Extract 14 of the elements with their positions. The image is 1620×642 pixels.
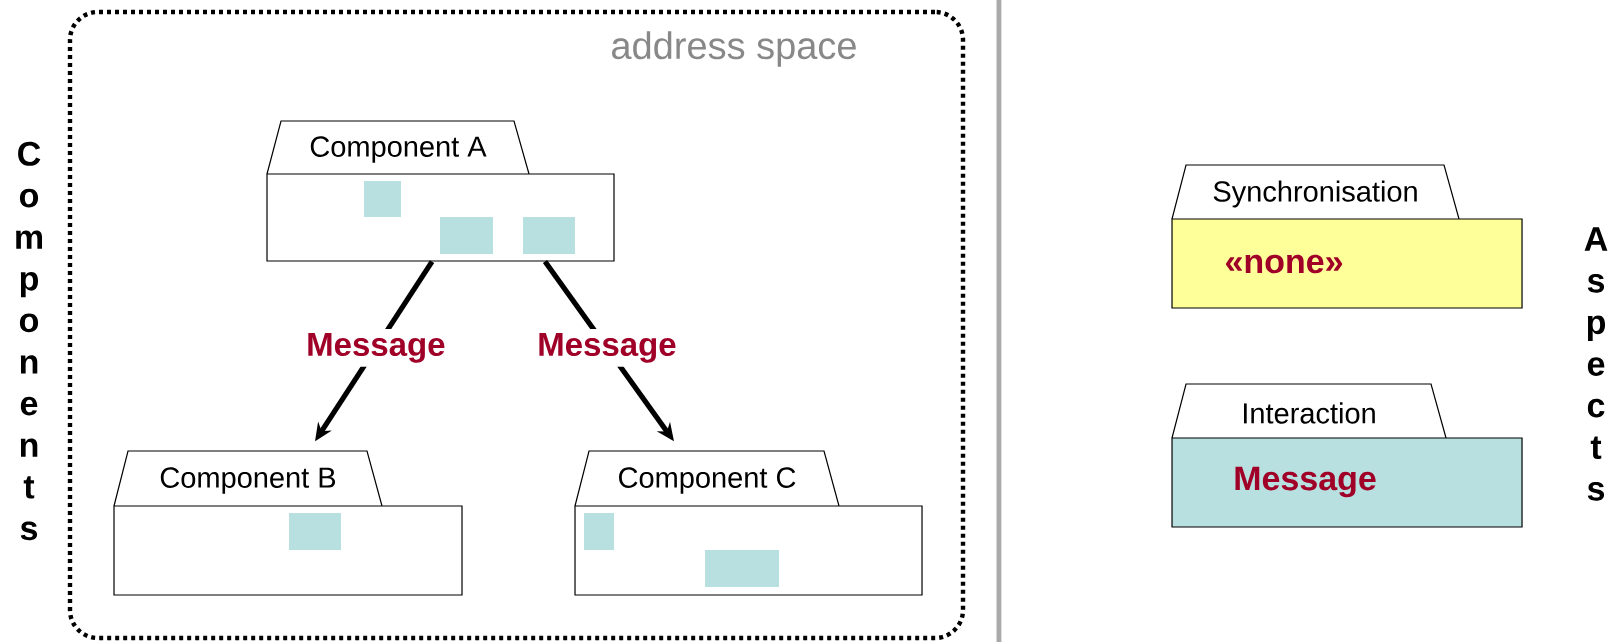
package-box: Component B <box>113 450 463 596</box>
edge-label: Message <box>302 329 450 367</box>
package-box: Component A <box>266 120 615 262</box>
node-label: Interaction <box>1243 402 1375 424</box>
node-label: Component B <box>160 467 336 494</box>
node-label: Component C <box>619 467 796 494</box>
vertical-label: Aspects <box>1584 227 1608 501</box>
vertical-label: Components <box>16 141 42 541</box>
package-box: Synchronisation «none» <box>1171 164 1523 309</box>
package-box: Interaction Message <box>1171 383 1523 528</box>
node-label: Component A <box>310 136 487 163</box>
node-label: Synchronisation <box>1213 180 1417 208</box>
edge-label: Message <box>533 329 681 367</box>
package-box: Component C <box>574 450 923 596</box>
